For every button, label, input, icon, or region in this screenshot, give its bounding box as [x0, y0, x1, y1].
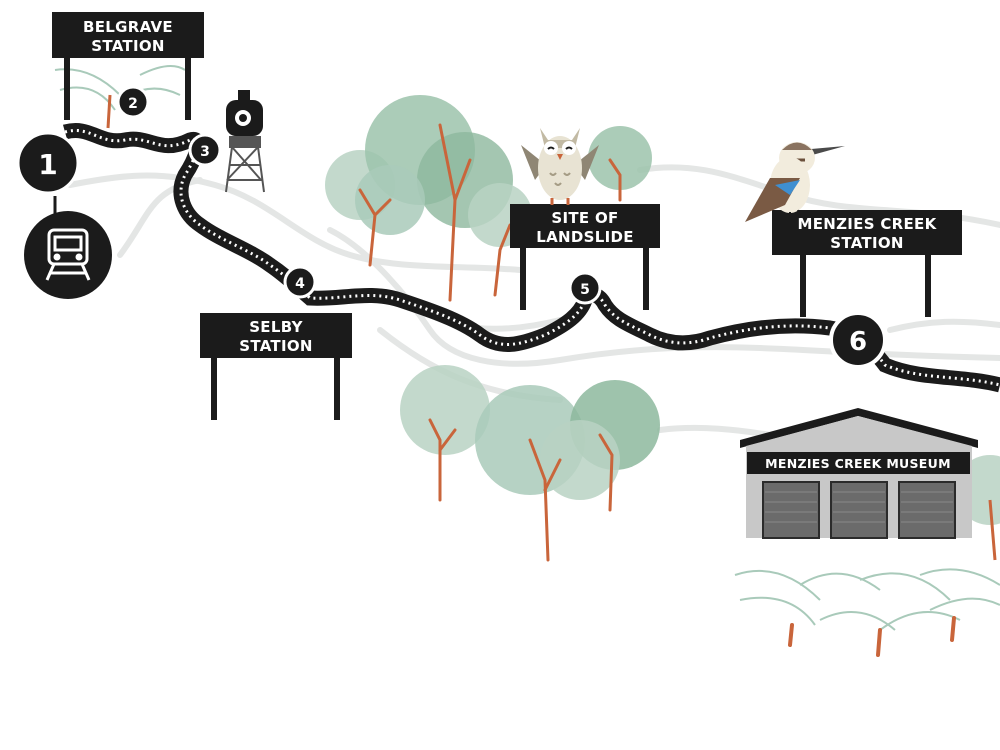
marker-6-label: 6 — [849, 327, 867, 357]
tree-cluster-top — [325, 95, 652, 302]
marker-5-label: 5 — [580, 282, 590, 298]
marker-5[interactable]: 5 — [568, 271, 602, 305]
sign-menzies-line2: STATION — [830, 234, 904, 252]
museum-doors — [762, 481, 956, 539]
sign-selby-line1: SELBY — [249, 318, 303, 336]
sign-site-of-landslide: SITE OF LANDSLIDE — [510, 204, 660, 310]
sign-menzies-creek-station: MENZIES CREEK STATION — [772, 210, 962, 317]
marker-1[interactable]: 1 — [16, 131, 80, 195]
sign-belgrave-line2: STATION — [91, 37, 165, 55]
sign-belgrave-line1: BELGRAVE — [83, 18, 173, 36]
owl-icon — [521, 128, 599, 205]
sign-selby-line2: STATION — [239, 337, 313, 355]
sign-belgrave-station: BELGRAVE STATION — [52, 12, 204, 120]
marker-4[interactable]: 4 — [283, 265, 317, 299]
fern-cluster-bottom-right — [734, 568, 1000, 657]
marker-3[interactable]: 3 — [188, 133, 222, 167]
kookaburra-icon — [745, 142, 845, 222]
sign-landslide-line1: SITE OF — [551, 209, 618, 227]
marker-1-label: 1 — [38, 148, 57, 181]
marker-3-label: 3 — [200, 144, 210, 160]
train-station-marker — [24, 196, 112, 299]
sign-selby-station: SELBY STATION — [200, 313, 352, 420]
menzies-creek-museum: MENZIES CREEK MUSEUM — [740, 408, 978, 539]
marker-2-label: 2 — [128, 96, 138, 112]
museum-sign-label: MENZIES CREEK MUSEUM — [765, 456, 951, 471]
steam-locomotive-icon — [226, 90, 263, 136]
marker-4-label: 4 — [295, 276, 305, 292]
sign-menzies-line1: MENZIES CREEK — [797, 215, 937, 233]
train-front-icon — [45, 228, 91, 281]
water-tower-icon — [225, 136, 265, 193]
sign-landslide-line2: LANDSLIDE — [536, 228, 634, 246]
tree-cluster-middle — [400, 365, 660, 562]
marker-6[interactable]: 6 — [829, 311, 887, 369]
marker-2[interactable]: 2 — [116, 85, 150, 119]
